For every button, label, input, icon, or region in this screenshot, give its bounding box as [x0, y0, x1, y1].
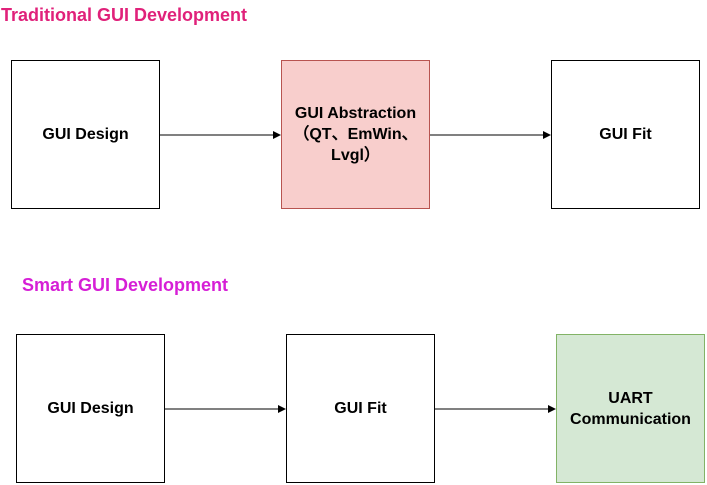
smart-step-gui-fit-label: GUI Fit — [334, 400, 387, 417]
smart-step-uart-communication: UART Communication — [556, 334, 705, 483]
traditional-step-gui-design-label: GUI Design — [42, 126, 129, 143]
smart-section-title: Smart GUI Development — [22, 275, 229, 295]
smart-step-gui-design-label: GUI Design — [47, 400, 134, 417]
traditional-step-gui-design: GUI Design — [11, 60, 160, 209]
smart-step-gui-fit: GUI Fit — [286, 334, 435, 483]
traditional-step-gui-abstraction-label: GUI Abstraction （QT、EmWin、 Lvgl） — [293, 105, 418, 164]
smart-step-gui-design: GUI Design — [16, 334, 165, 483]
smart-step-uart-communication-label: UART Communication — [570, 389, 691, 428]
traditional-step-gui-fit: GUI Fit — [551, 60, 700, 209]
traditional-step-gui-fit-label: GUI Fit — [599, 126, 652, 143]
traditional-step-gui-abstraction: GUI Abstraction （QT、EmWin、 Lvgl） — [281, 60, 430, 209]
traditional-section-title: Traditional GUI Development — [1, 5, 248, 25]
